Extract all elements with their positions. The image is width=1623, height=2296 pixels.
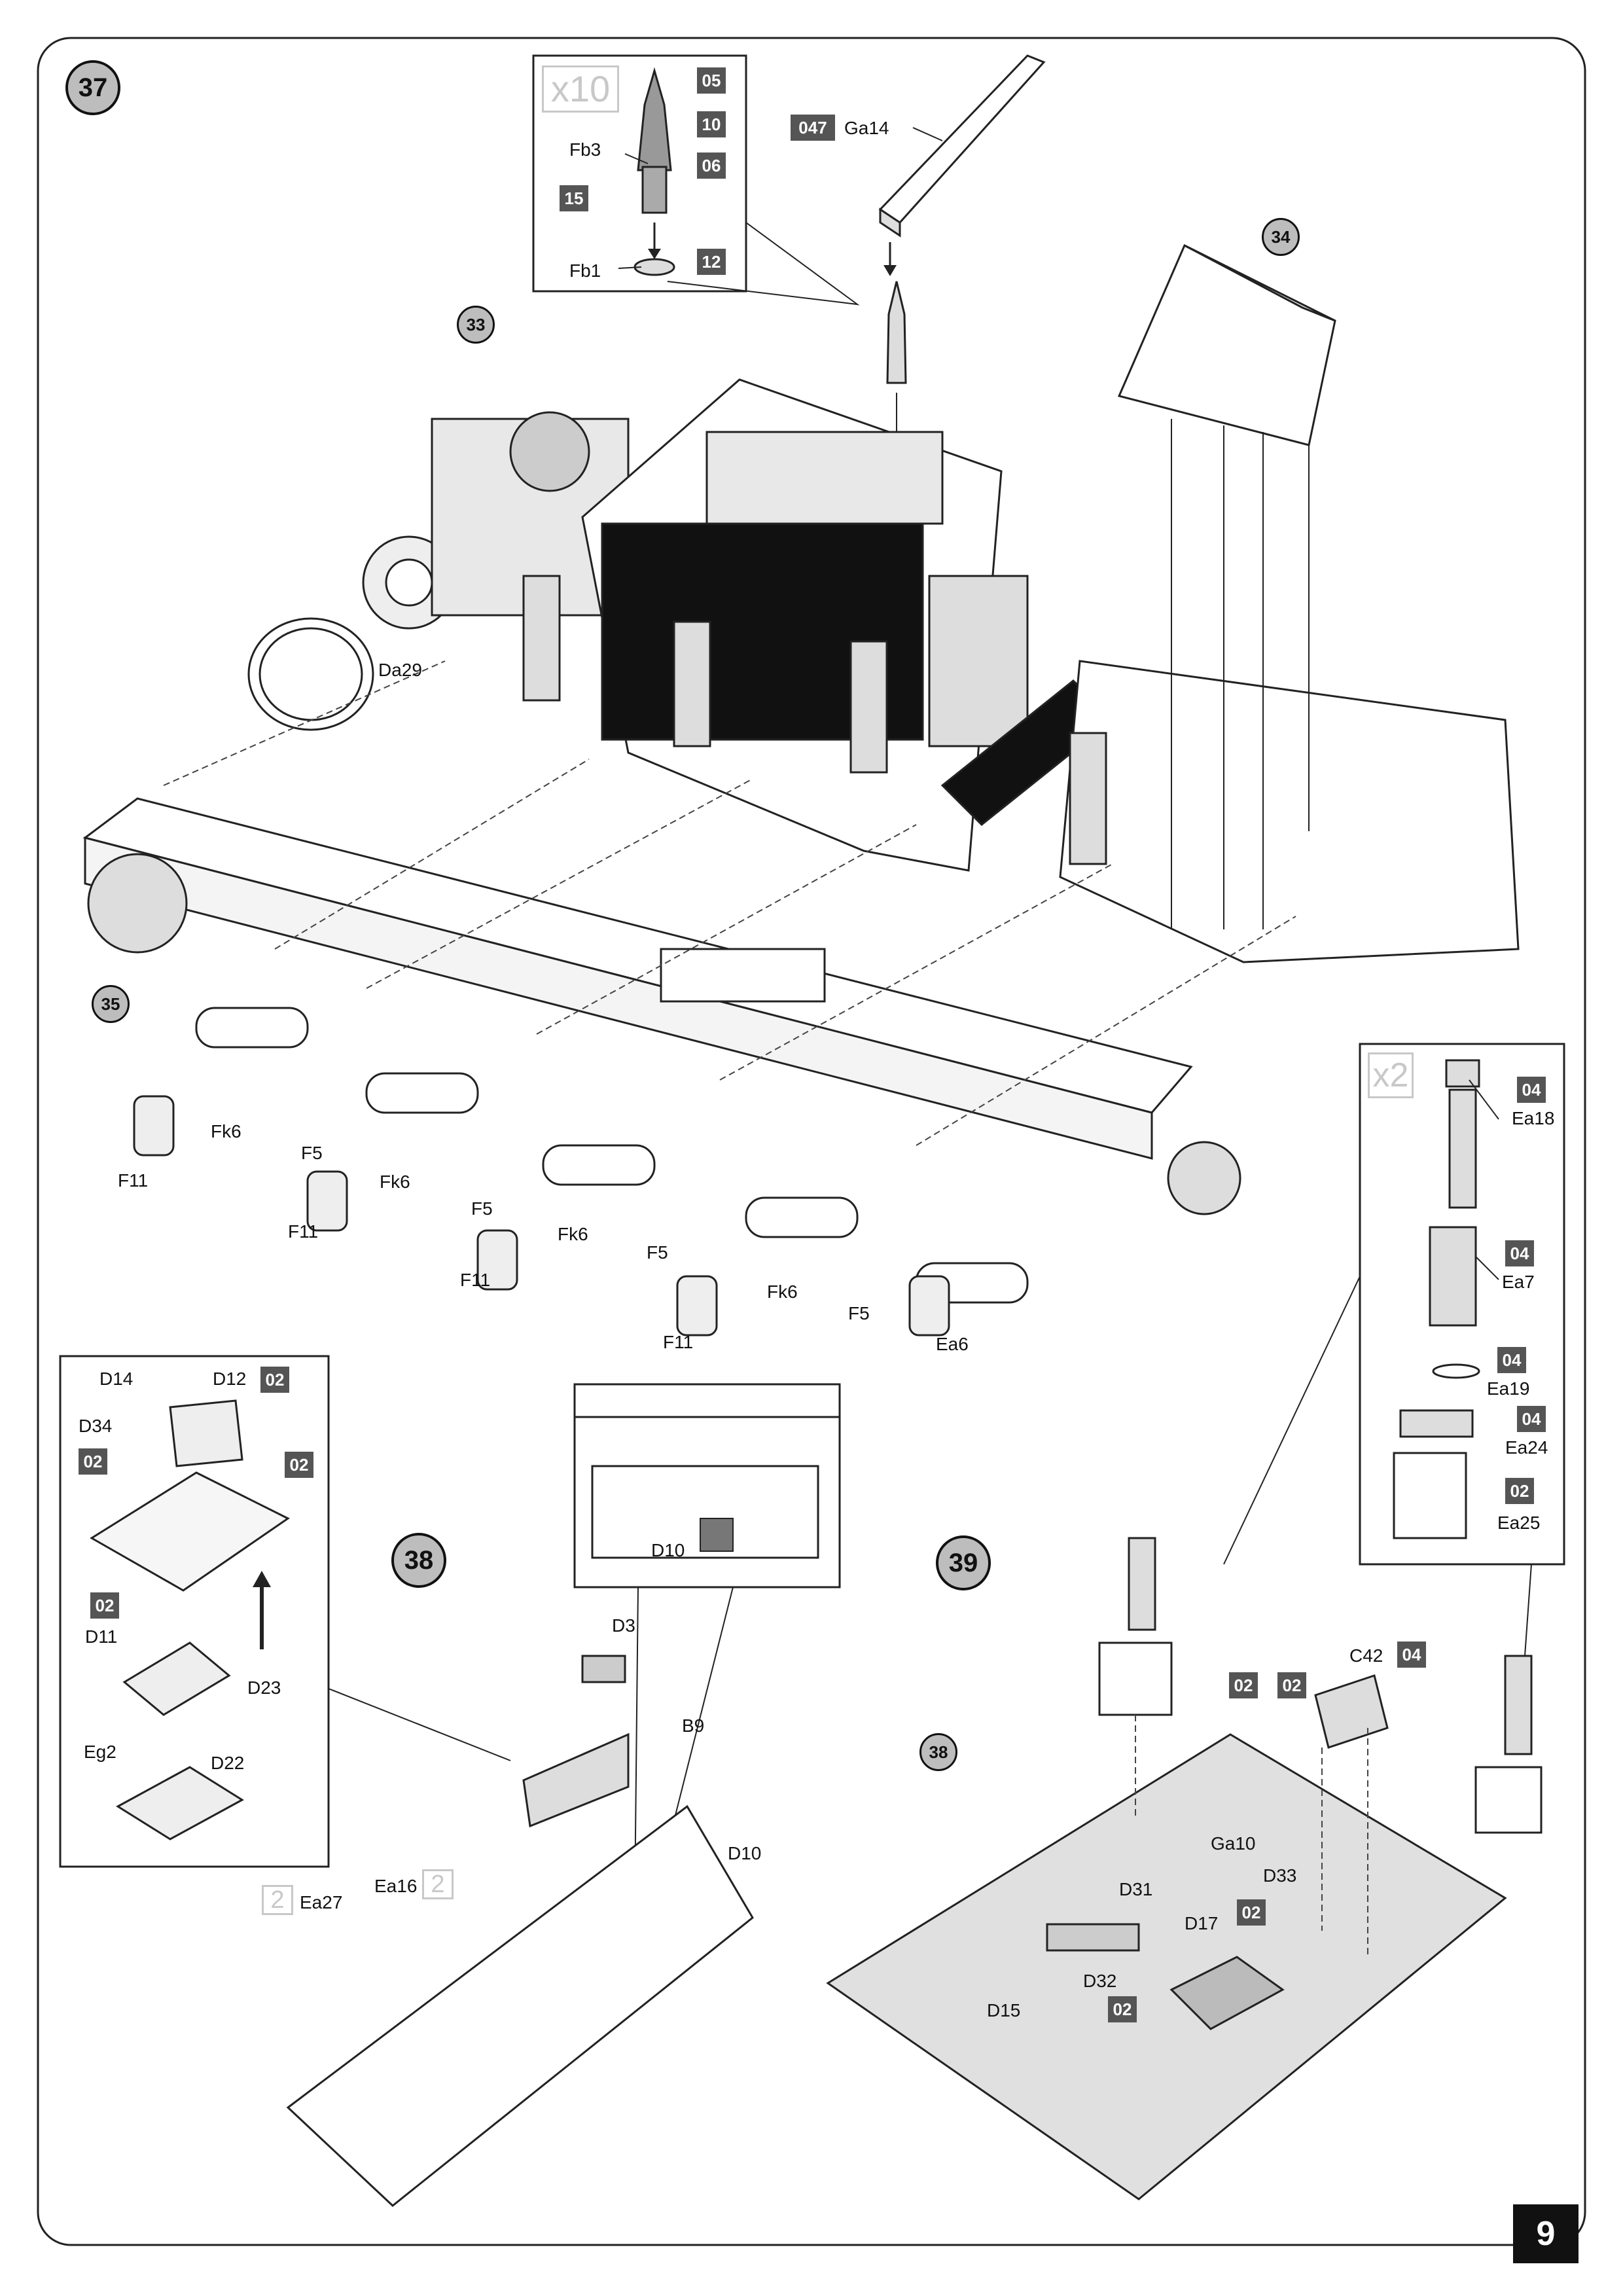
label-ea18: Ea18 — [1512, 1108, 1555, 1128]
step39-guides — [1135, 1715, 1368, 1957]
label-d12: D12 — [213, 1369, 247, 1389]
label-d11: D11 — [85, 1626, 118, 1647]
ga14-bar — [878, 54, 1046, 238]
label-f5: F5 — [848, 1303, 870, 1323]
ea16-multiplier: 2 — [422, 1869, 454, 1899]
part-12: 12 — [697, 249, 726, 275]
part-02: 02 — [1229, 1672, 1258, 1698]
label-fb1: Fb1 — [569, 260, 601, 281]
label-fb3: Fb3 — [569, 139, 601, 160]
d10-detail-plate — [591, 1465, 819, 1559]
step-39-badge: 39 — [936, 1535, 991, 1590]
label-d23: D23 — [247, 1677, 281, 1698]
part-02: 02 — [1237, 1899, 1266, 1926]
part-02: 02 — [1505, 1478, 1534, 1504]
label-d10: D10 — [728, 1843, 762, 1863]
step-38-badge: 38 — [391, 1533, 446, 1588]
leader-lines — [618, 127, 1499, 1280]
label-da29: Da29 — [378, 660, 422, 680]
label-f11: F11 — [460, 1270, 491, 1290]
label-ea24: Ea24 — [1505, 1437, 1548, 1458]
label-ea27: Ea27 — [300, 1892, 343, 1912]
step-37-badge: 37 — [65, 60, 120, 115]
label-f11: F11 — [663, 1332, 694, 1352]
label-ea16: Ea16 — [374, 1876, 418, 1896]
label-f5: F5 — [301, 1143, 323, 1163]
part-04: 04 — [1497, 1347, 1526, 1373]
label-fk6: Fk6 — [380, 1172, 410, 1192]
spring-inset-drawing — [1393, 1059, 1480, 1539]
step38-inset-drawing — [90, 1399, 290, 1840]
label-d10-detail: D10 — [651, 1540, 685, 1560]
label-d14: D14 — [99, 1369, 134, 1389]
label-d17: D17 — [1185, 1913, 1219, 1933]
label-f5: F5 — [471, 1198, 493, 1219]
label-d31: D31 — [1119, 1879, 1153, 1899]
armour-box — [1117, 243, 1336, 446]
label-ea25: Ea25 — [1497, 1513, 1541, 1533]
part-02: 02 — [285, 1452, 313, 1478]
label-ea6: Ea6 — [936, 1334, 969, 1354]
part-04: 04 — [1505, 1240, 1534, 1266]
part-10: 10 — [697, 111, 726, 137]
label-ga10: Ga10 — [1211, 1833, 1256, 1854]
part-02: 02 — [90, 1592, 119, 1619]
label-d22: D22 — [211, 1753, 245, 1773]
part-04: 04 — [1517, 1406, 1546, 1432]
part-02: 02 — [79, 1448, 107, 1475]
swing-arms — [133, 1007, 1029, 1336]
part-02: 02 — [1108, 1996, 1137, 2022]
shell-single — [886, 281, 907, 384]
step38-floor — [286, 1655, 754, 2207]
label-d15: D15 — [987, 2000, 1021, 2020]
ref-35: 35 — [92, 985, 130, 1023]
label-f11: F11 — [288, 1221, 319, 1242]
part-06: 06 — [697, 152, 726, 179]
label-b9: B9 — [682, 1715, 705, 1736]
label-eg2: Eg2 — [84, 1742, 116, 1762]
part-047: 047 — [791, 115, 835, 141]
part-02: 02 — [1277, 1672, 1306, 1698]
label-ea19: Ea19 — [1487, 1378, 1530, 1399]
armour-box-guides — [1171, 419, 1310, 929]
label-fk6: Fk6 — [767, 1282, 798, 1302]
spring-inset-wedge — [1223, 1276, 1532, 1657]
label-f11: F11 — [118, 1170, 149, 1191]
part-04: 04 — [1517, 1077, 1546, 1103]
label-d3: D3 — [612, 1615, 635, 1636]
page-frame — [37, 37, 1586, 2246]
hull-assembly — [247, 378, 1520, 963]
label-ga14: Ga14 — [844, 118, 889, 138]
ref-33: 33 — [457, 306, 495, 344]
step39-springs — [1098, 1537, 1543, 1834]
ref-34: 34 — [1262, 218, 1300, 256]
page-number: 9 — [1513, 2204, 1578, 2263]
part-02: 02 — [260, 1367, 289, 1393]
part-15: 15 — [560, 185, 588, 211]
label-d32: D32 — [1083, 1971, 1117, 1991]
ref-38: 38 — [919, 1733, 957, 1771]
label-f5: F5 — [647, 1242, 668, 1263]
label-ea7: Ea7 — [1502, 1272, 1535, 1292]
shell-multiplier: x10 — [542, 65, 619, 113]
label-fk6: Fk6 — [211, 1121, 241, 1141]
label-d33: D33 — [1263, 1865, 1297, 1886]
part-05: 05 — [697, 67, 726, 94]
part-04: 04 — [1397, 1641, 1426, 1668]
sponson-strip — [82, 797, 1241, 1215]
step39-floor — [826, 1733, 1507, 2200]
label-d34: D34 — [79, 1416, 113, 1436]
spring-multiplier: x2 — [1368, 1052, 1414, 1098]
label-c42: C42 — [1349, 1645, 1383, 1666]
assembly-guides — [163, 660, 1296, 1146]
label-fk6: Fk6 — [558, 1224, 588, 1244]
ea27-multiplier: 2 — [262, 1885, 293, 1915]
